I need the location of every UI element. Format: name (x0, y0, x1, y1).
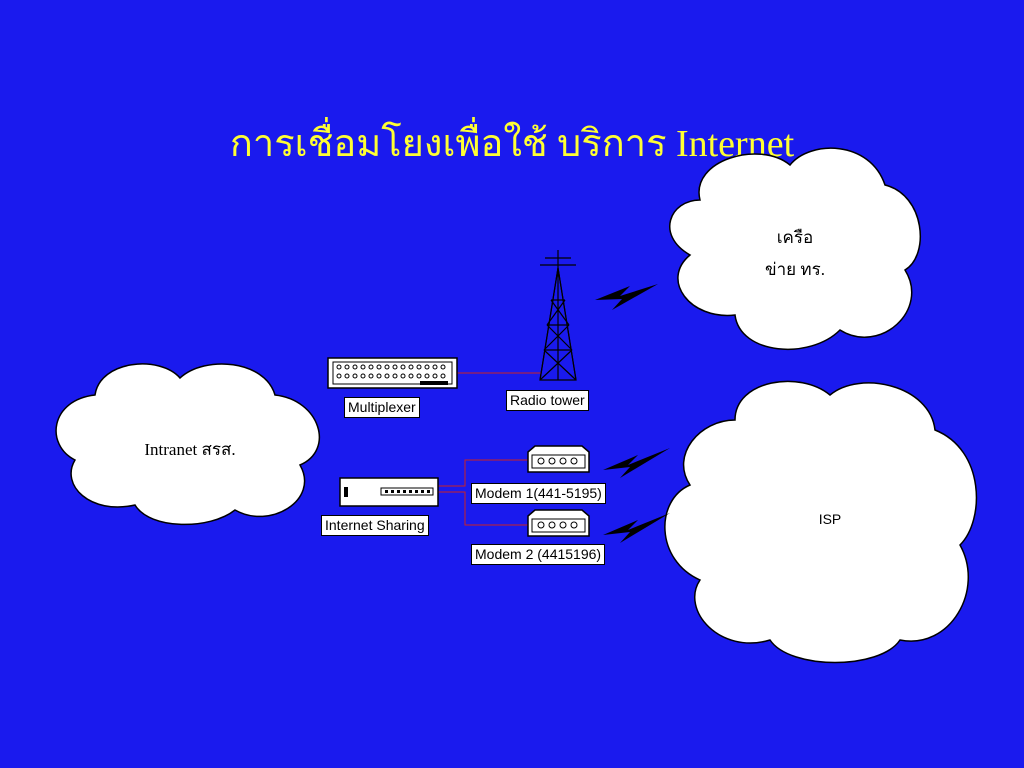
intranet-cloud (55, 363, 320, 526)
tot-network-label-line2: ข่าย ทร. (765, 260, 825, 279)
lightning-icon-tower (595, 284, 658, 310)
isp-label: ISP (818, 511, 842, 527)
internet-sharing-label: Internet Sharing (321, 515, 429, 536)
modem-1-label: Modem 1(441-5195) (471, 483, 606, 504)
connection-lines (438, 372, 555, 526)
tot-network-cloud (669, 147, 922, 350)
radio-tower-icon (539, 250, 577, 381)
multiplexer-label: Multiplexer (344, 397, 420, 418)
radio-tower-label: Radio tower (506, 390, 589, 411)
slide-title: การเชื่อมโยงเพื่อใช้ บริการ Internet (229, 123, 795, 165)
intranet-label: Intranet สรส. (144, 440, 236, 459)
multiplexer-device (327, 357, 458, 389)
modem-2-device (527, 509, 590, 537)
tot-network-label: เครือ ข่าย ทร. (730, 222, 860, 286)
tot-network-label-line1: เครือ (776, 228, 814, 247)
lightning-icon-modem1 (603, 448, 670, 478)
modem-1-device (527, 445, 590, 473)
isp-cloud (664, 380, 978, 664)
internet-sharing-device (339, 477, 439, 507)
modem-2-label: Modem 2 (4415196) (471, 544, 606, 565)
lightning-icon-modem2 (603, 513, 670, 543)
